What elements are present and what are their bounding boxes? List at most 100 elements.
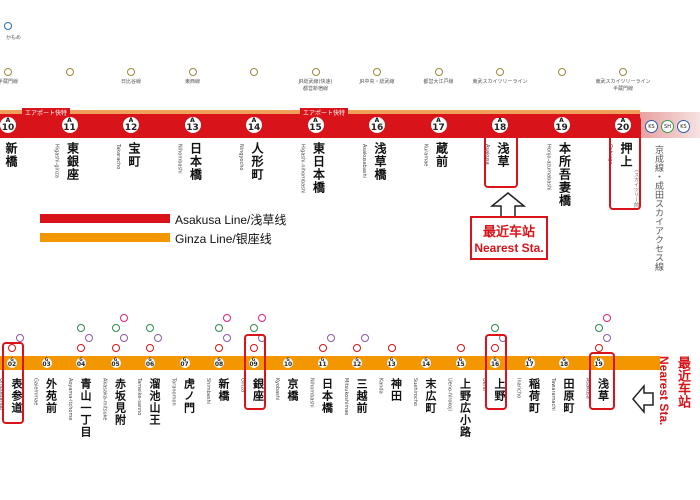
station-name: 青山一丁目: [79, 378, 92, 438]
transfer-chip: [594, 344, 603, 352]
transfer-chip: [223, 314, 231, 322]
station-name: 浅草: [496, 142, 510, 168]
station-badge-letter: G: [493, 357, 497, 362]
station-badge-letter: G: [355, 357, 359, 362]
station-badge-number: 08: [214, 361, 224, 368]
station-name: 浅草橋: [373, 142, 387, 181]
station-romaji: Ueno: [481, 378, 487, 391]
station-badge-letter: G: [286, 357, 290, 362]
bottom-callout-arrow: [632, 384, 654, 414]
transfer-chip: [146, 324, 154, 332]
legend-asakusa-swatch: [40, 214, 170, 223]
station-badge-letter: G: [113, 357, 118, 362]
station-romaji: Higashi-nihombashi: [299, 144, 306, 194]
transfer-chip: [127, 68, 135, 76]
station-name: 日本橋: [320, 378, 334, 414]
station-romaji: Asakusa: [484, 144, 490, 165]
station-badge-letter: G: [79, 357, 83, 362]
station-name: 東日本橋: [311, 142, 326, 194]
station-badge-letter: A: [497, 116, 503, 124]
transfer-chip: [249, 344, 258, 352]
station-badge-number: 10: [283, 361, 293, 368]
station-badge-number: 02: [7, 361, 17, 368]
transfer-chip: [215, 344, 223, 352]
transfer-chip: [557, 68, 566, 76]
station-badge-number: 07: [180, 361, 189, 368]
station-romaji: Ningyocho: [238, 144, 244, 171]
transfer-label: 半蔵門線: [0, 79, 18, 85]
legend-asakusa-label: Asakusa Line/浅草线: [175, 213, 287, 227]
station-badge-number: 19: [555, 122, 568, 133]
station-romaji: Kyobashi: [274, 378, 280, 401]
station-name: 押上: [619, 142, 633, 168]
station-romaji: Ueno-hirokoji: [446, 378, 453, 411]
station-badge-letter: A: [5, 116, 11, 124]
transfer-chip: [111, 324, 120, 332]
station-badge-letter: A: [620, 116, 626, 124]
station-badge-number: 11: [318, 361, 327, 368]
station-name: 三越前: [355, 378, 368, 414]
station-badge-number: 19: [594, 361, 603, 368]
station-name: 浅草: [596, 378, 610, 402]
legend-ginza-label: Ginza Line/银座线: [175, 232, 272, 246]
station-romaji: Asakusabashi: [361, 144, 367, 179]
transfer-chip: [318, 344, 327, 352]
transfer-chip: [154, 334, 162, 342]
transfer-chip: [111, 344, 120, 352]
transfer-chip: [188, 68, 197, 76]
station-badge-letter: G: [182, 357, 187, 362]
transfer-label: 東武スカイツリーライン: [595, 79, 651, 85]
transfer-chip: [16, 334, 24, 342]
station-romaji: Nihombashi: [176, 144, 183, 174]
transfer-label: 東西線: [184, 79, 200, 85]
station-badge-letter: G: [596, 357, 601, 362]
station-romaji: Kuramae: [422, 144, 429, 167]
top-nearest-station-callout: 最近车站 Nearest Sta.: [470, 216, 548, 260]
transfer-chip: [361, 334, 369, 342]
station-name: 外苑前: [44, 378, 58, 414]
transfer-label: JR中央・総武線: [359, 79, 395, 85]
station-name: 人形町: [250, 142, 264, 181]
station-romaji: Honjo-azumabashi: [545, 144, 552, 191]
station-badge-number: 06: [145, 361, 155, 368]
station-romaji: Asakusa: [584, 378, 591, 399]
transfer-chip: [491, 344, 499, 352]
station-badge-letter: A: [128, 116, 134, 124]
transfer-chip: [602, 334, 611, 342]
transfer-chip: [311, 68, 320, 76]
station-badge-letter: G: [458, 357, 463, 362]
station-badge-number: 12: [124, 122, 138, 133]
transfer-label: JR総武線(快速): [298, 79, 333, 85]
station-badge-letter: G: [562, 357, 566, 362]
station-romaji: Takaracho: [115, 144, 121, 170]
station-romaji: Suehirocho: [412, 378, 418, 406]
transfer-chip: [249, 324, 258, 332]
station-badge-number: 15: [309, 122, 322, 133]
station-name: 銀座: [251, 378, 265, 402]
top-callout-arrow: [490, 192, 526, 218]
transfer-label: 都営新宿線: [302, 86, 328, 92]
station-badge-letter: A: [559, 116, 564, 124]
station-badge-letter: A: [67, 116, 72, 124]
transfer-chip: [77, 324, 85, 332]
station-name: 京橋: [286, 378, 299, 402]
station-badge-letter: A: [190, 116, 195, 124]
station-badge-letter: A: [436, 116, 441, 124]
station-badge-number: 18: [493, 122, 507, 133]
station-name: 溜池山王: [148, 378, 161, 426]
